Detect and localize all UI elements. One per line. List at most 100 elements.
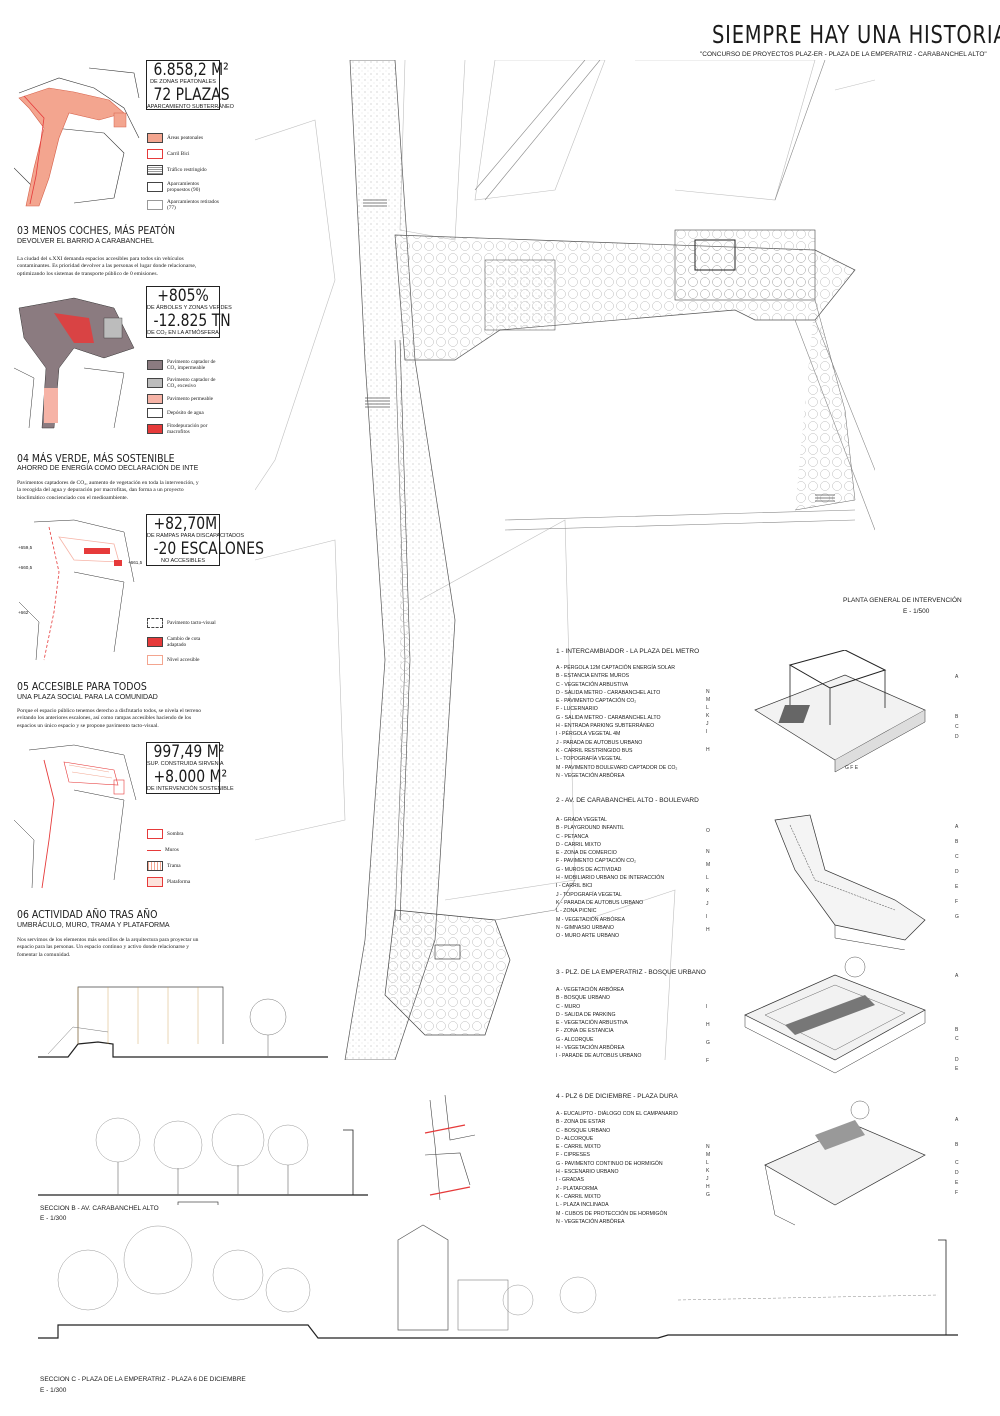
key-item: F - CIPRESES	[556, 1152, 591, 1159]
key-item: D - SALIDA METRO - CARABANCHEL ALTO	[556, 689, 661, 696]
axo-letter: J	[706, 1176, 709, 1182]
axo-letter: D	[955, 1057, 959, 1063]
key-title: 4 - PLZ 6 DE DICIEMBRE - PLAZA DURA	[556, 1093, 678, 1100]
axo-letter: F	[706, 1058, 710, 1064]
section-heading-04: 04 MÁS VERDE, MÁS SOSTENIBLE	[17, 452, 175, 465]
axo-letter: F	[955, 1190, 959, 1196]
legend-item: Aparcamientos retirados (77)	[147, 196, 227, 214]
stat-caption: DE ZONAS PEATONALES	[150, 79, 216, 85]
legend-item: Fitodepuración por macrofitos	[147, 420, 227, 438]
stat-caption: DE ÁRBOLES Y ZONAS VERDES	[147, 305, 232, 311]
key-item: D - ALCORQUE	[556, 1135, 594, 1142]
key-item: H - ENTRADA PARKING SUBTERRÁNEO	[556, 723, 655, 730]
axo-letter: B	[955, 714, 959, 720]
key-list: A - VEGETACIÓN ARBÓREA B - BOSQUE URBANO…	[556, 986, 736, 1061]
key-item: M - CUBOS DE PROTECCIÓN DE HORMIGÓN	[556, 1210, 668, 1217]
axo-letter: N	[706, 689, 710, 695]
section-text-03: La ciudad del s.XXI demanda espacios acc…	[17, 256, 197, 277]
legend-label: Fitodepuración por macrofitos	[167, 423, 208, 435]
key-item: E - ZONA DE COMERCIO	[556, 850, 617, 857]
key-item: B - ZONA DE ESTAR	[556, 1119, 606, 1126]
legend-item: Carril Bici	[147, 146, 227, 162]
section-heading-05: 05 ACCESIBLE PARA TODOS	[17, 680, 147, 693]
key-item: D - CARRIL MIXTO	[556, 841, 601, 848]
axo-letter: K	[706, 713, 710, 719]
axo-letter: G	[955, 914, 959, 920]
axo-letter: B	[955, 1142, 959, 1148]
axo-letter: D	[955, 734, 959, 740]
legend-item: Aparcamientos propuestos (90)	[147, 178, 227, 196]
legend-activity: Sombra Muros Trama Plataforma	[147, 826, 227, 890]
key-item: L - TOPOGRAFÍA VEGETAL	[556, 756, 622, 763]
legend-swatch	[147, 849, 161, 851]
stat-value: -12.825 TN	[153, 311, 231, 331]
axo4-letters-right: A B C D E F	[955, 1115, 959, 1198]
legend-item: Pavimento tacto-visual	[147, 614, 227, 632]
axo-letter: B	[955, 1027, 959, 1033]
section-text-04: Pavimentos captadores de CO₂, aumento de…	[17, 480, 199, 501]
legend-accessibility: Pavimento tacto-visual Cambio de cota ad…	[147, 614, 227, 668]
key-list: A - PÉRGOLA 12M CAPTACIÓN ENERGÍA SOLAR …	[556, 664, 736, 780]
axo-letter: A	[955, 1117, 959, 1123]
key-item: F - LUCERNARIO	[556, 706, 598, 713]
legend-swatch	[147, 637, 163, 647]
pedestrian-map	[14, 67, 140, 207]
legend-item: Pavimento captador de CO₂ excesivo	[147, 374, 227, 392]
axo-letter: E	[955, 1180, 959, 1186]
key-item: B - PLAYGROUND INFANTIL	[556, 825, 625, 832]
legend-mobility: Áreas peatonales Carril Bici Tráfico res…	[147, 130, 227, 214]
axo-letter: L	[706, 705, 709, 711]
legend-label: Carril Bici	[167, 151, 190, 157]
axo-letter: I	[706, 1004, 708, 1010]
axo2-letters-right: A B C D E F G	[955, 820, 959, 925]
axo-letter: E	[955, 1066, 959, 1072]
key-item: C - MURO	[556, 1003, 581, 1010]
legend-label: Muros	[165, 847, 179, 853]
key-item: J - TOPOGRAFÍA VEGETAL	[556, 891, 622, 898]
key-item: G - PAVIMENTO CONTINUO DE HORMIGÓN	[556, 1160, 663, 1167]
key-item: N - VEGETACIÓN ARBÓREA	[556, 772, 625, 779]
legend-swatch	[147, 378, 163, 388]
stat-value: 6.858,2 M²	[153, 60, 229, 80]
sustainability-map	[14, 297, 135, 429]
key-item: A - PÉRGOLA 12M CAPTACIÓN ENERGÍA SOLAR	[556, 665, 675, 671]
section-b-drawing	[38, 1113, 368, 1205]
axo-letter: J	[706, 901, 709, 907]
axo-letter: M	[706, 697, 711, 703]
key-item: G - SALIDA METRO - CARABANCHEL ALTO	[556, 714, 661, 721]
axonometric-2	[774, 814, 926, 950]
legend-label: Pavimento permeable	[167, 396, 214, 402]
level-label: +662	[18, 610, 29, 615]
axo1-letters-right: A B C D	[955, 672, 959, 742]
stat-caption: APARCAMIENTO SUBTERRÁNEO	[147, 104, 234, 110]
legend-swatch	[147, 133, 163, 143]
legend-swatch	[147, 165, 163, 175]
key-item: H - ESCENARIO URBANO	[556, 1169, 619, 1176]
key-item: H - VEGETACIÓN ARBÓREA	[556, 1045, 625, 1052]
key-item: F - ZONA DE ESTANCIA	[556, 1028, 614, 1035]
axo-letter: N	[706, 1144, 710, 1150]
section-heading-03: 03 MENOS COCHES, MÁS PEATÓN	[17, 224, 175, 237]
key-block-3: 3 - PLZ. DE LA EMPERATRIZ - BOSQUE URBAN…	[556, 969, 736, 1061]
key-title: 3 - PLZ. DE LA EMPERATRIZ - BOSQUE URBAN…	[556, 969, 706, 976]
section-b-scale: E - 1/300	[40, 1215, 67, 1222]
level-label: +661,5	[128, 560, 143, 565]
key-item: A - VEGETACIÓN ARBÓREA	[556, 987, 624, 993]
plan-scale: E - 1/500	[903, 608, 930, 615]
section-subheading-03: DEVOLVER EL BARRIO A CARABANCHEL	[17, 238, 154, 245]
stat-box-activity: 997,49 M² SUP. CONSTRUIDA SIRVEN A +8.00…	[146, 742, 234, 794]
legend-swatch	[147, 149, 163, 159]
key-item: E - PAVIMENTO CAPTACIÓN CO₂	[556, 698, 637, 705]
key-item: F - PAVIMENTO CAPTACIÓN CO₂	[556, 858, 637, 865]
axonometric-1	[754, 650, 926, 773]
legend-swatch	[147, 655, 163, 665]
legend-item: Depósito de agua	[147, 406, 227, 420]
legend-label: Pavimento tacto-visual	[167, 620, 216, 626]
axo-letter: C	[955, 1160, 959, 1166]
axo-letter: L	[706, 1160, 709, 1166]
legend-label: Nivel accesible	[167, 657, 200, 663]
key-item: G - MUROS DE ACTIVIDAD	[556, 866, 622, 873]
key-item: K - CARRIL RESTRINGIDO BUS	[556, 747, 633, 754]
axo-letter: G	[706, 1040, 710, 1046]
section-c-drawing	[38, 1220, 958, 1339]
